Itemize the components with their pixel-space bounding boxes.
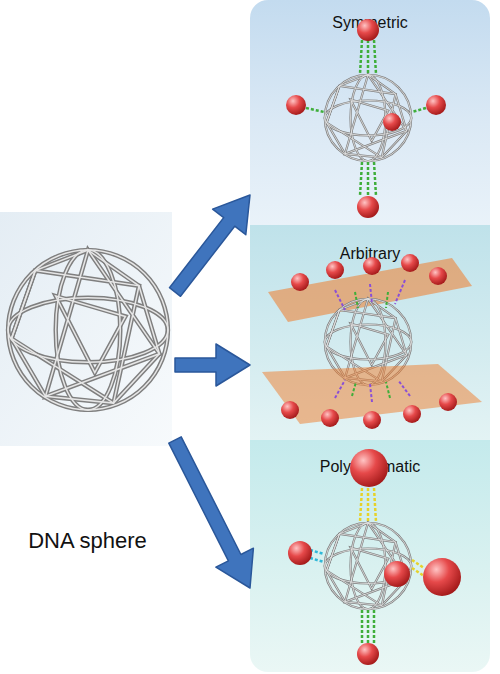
block-arrow	[170, 195, 251, 296]
sphere-frame	[8, 250, 168, 410]
figure-label: DNA sphere	[0, 528, 175, 554]
sphere-backdrop	[0, 212, 172, 446]
dna-sphere-large	[8, 250, 168, 410]
block-arrow	[169, 437, 254, 588]
source-sphere: DNA sphere	[0, 212, 175, 562]
panel-heading: Arbitrary	[250, 245, 490, 263]
sphere-highlight	[8, 250, 168, 410]
result-band: Polychromatic	[250, 440, 490, 672]
result-band: Symmetric	[250, 0, 490, 225]
panel-heading: Polychromatic	[250, 458, 490, 476]
block-arrow	[175, 344, 250, 386]
result-band: Arbitrary	[250, 225, 490, 440]
panel-heading: Symmetric	[250, 14, 490, 32]
